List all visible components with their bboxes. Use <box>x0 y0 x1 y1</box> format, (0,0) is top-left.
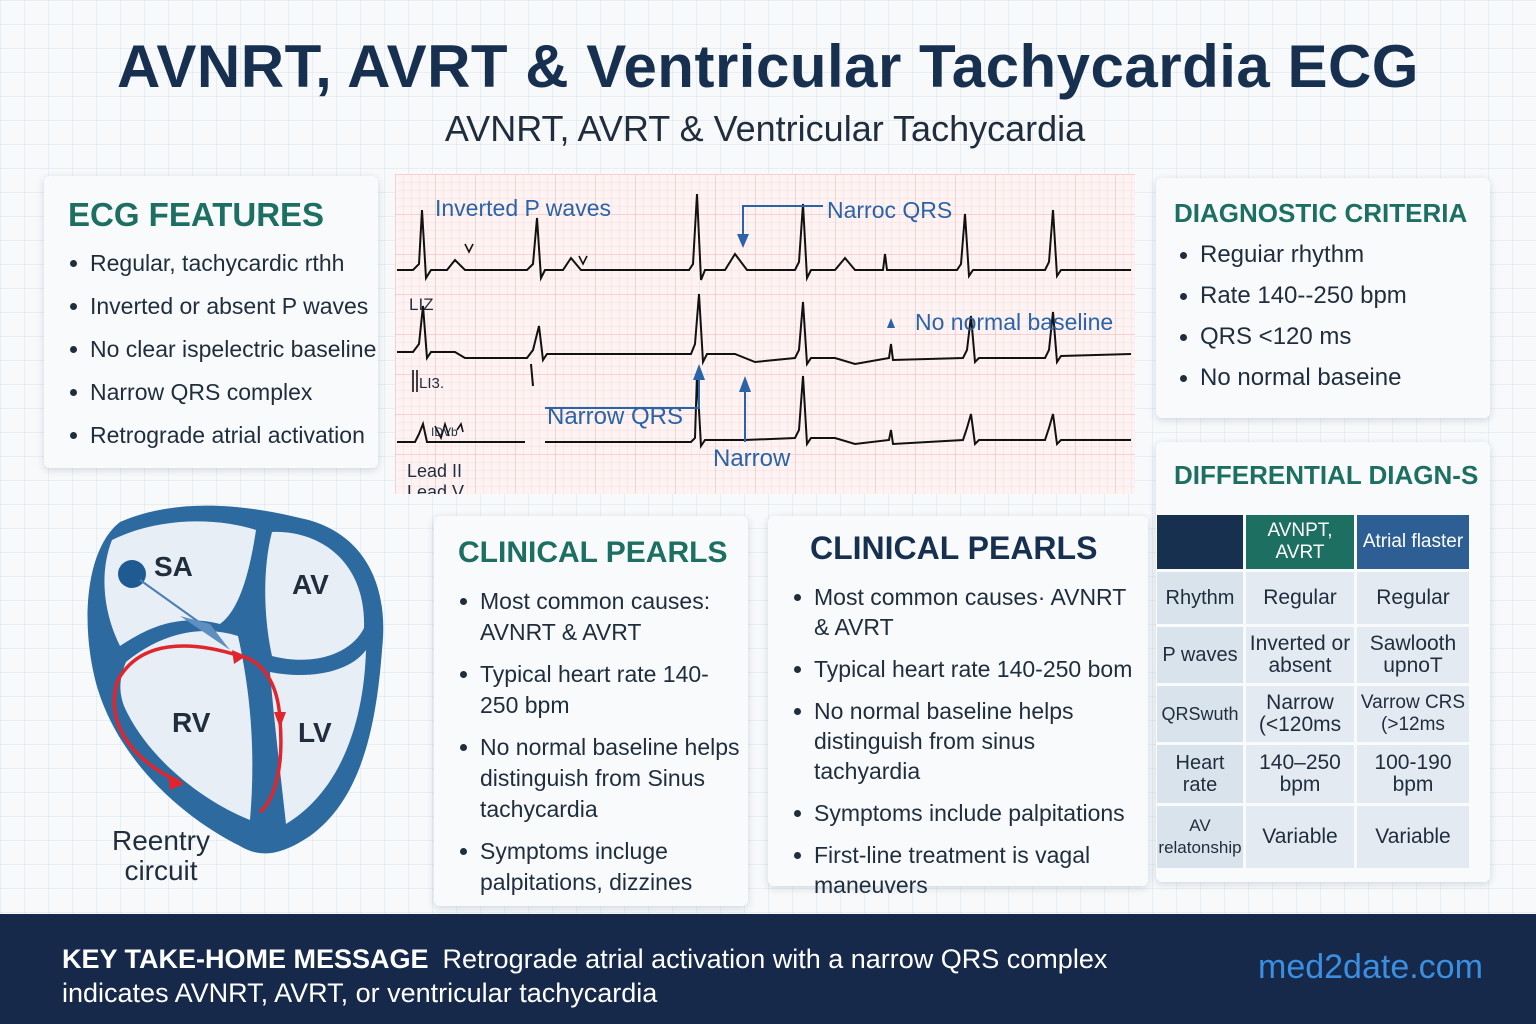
left-ventricle-chamber <box>270 650 366 824</box>
row-label: Heart rate <box>1157 745 1243 803</box>
list-item: No normal baseline helps distinguish fro… <box>456 732 746 825</box>
list-item: QRS <120 ms <box>1176 322 1407 363</box>
clinical-pearls-left-card: CLINICAL PEARLS Most common causes: AVNR… <box>434 516 748 906</box>
lead-label-v: Lead V <box>407 482 464 494</box>
list-item: Most common causes· AVNRT & AVRT <box>790 582 1146 642</box>
list-item: Regular, tachycardic rthh <box>66 248 376 291</box>
table-header-row: AVNPT, AVRT Atrial flaster <box>1157 515 1469 569</box>
diagnostic-criteria-list: Reguiar rhythm Rate 140--250 bpm QRS <12… <box>1176 240 1407 404</box>
row-label: Rhythm <box>1157 572 1243 624</box>
right-atrium-chamber <box>265 531 365 660</box>
table-row: P waves Inverted or absent Sawlooth upno… <box>1157 627 1469 683</box>
label-rv: RV <box>172 707 211 738</box>
list-item: Typical heart rate 140-250 bpm <box>456 659 746 721</box>
reentry-arrow-icon <box>168 774 184 790</box>
ecg-strip: Inverted P waves Narroc QRS No normal ba… <box>395 174 1135 494</box>
table-cell: Regular <box>1246 572 1354 624</box>
label-lv: LV <box>298 717 332 748</box>
clinical-pearls-right-list: Most common causes· AVNRT & AVRT Typical… <box>790 582 1146 912</box>
row-label: QRSwuth <box>1157 686 1243 742</box>
label-sa: SA <box>154 551 193 582</box>
footer-key-label: KEY TAKE-HOME MESSAGE <box>62 944 429 974</box>
clinical-pearls-left-title: CLINICAL PEARLS <box>458 536 728 569</box>
brand-logo[interactable]: med2date.com <box>1258 948 1483 986</box>
av-node-icon <box>180 616 230 650</box>
table-cell: Inverted or absent <box>1246 627 1354 683</box>
ecg-trace-3-artifacts <box>412 243 588 441</box>
table-cell: 100-190 bpm <box>1357 745 1469 803</box>
diagnostic-criteria-title: DIAGNOSTIC CRITERIA <box>1174 198 1468 228</box>
list-item: Symptoms include palpitations <box>790 798 1146 828</box>
ecg-features-list: Regular, tachycardic rthh Inverted or ab… <box>66 248 376 463</box>
heart-diagram: SA AV RV LV <box>87 505 384 854</box>
ecg-features-title: ECG FEATURES <box>68 196 325 233</box>
table-row: AV relatonship Variable Variable <box>1157 806 1469 868</box>
arrowhead-icon <box>887 318 895 328</box>
ecg-label-no-baseline: No normal baseline <box>915 309 1113 335</box>
page-subtitle: AVNRT, AVRT & Ventricular Tachycardia <box>444 108 1086 149</box>
table-cell: Regular <box>1357 572 1469 624</box>
ecg-features-card: ECG FEATURES Regular, tachycardic rthh I… <box>44 176 378 468</box>
table-row: Heart rate 140–250 bpm 100-190 bpm <box>1157 745 1469 803</box>
list-item: No normal baseline helps distinguish fro… <box>790 696 1146 786</box>
table-row: Rhythm Regular Regular <box>1157 572 1469 624</box>
table-header-blank <box>1157 515 1243 569</box>
table-header-avnrt: AVNPT, AVRT <box>1246 515 1354 569</box>
ecg-trace-1 <box>397 193 1131 282</box>
footer-message-text: Retrograde atrial activation with a narr… <box>62 944 1108 1008</box>
arrowhead-icon <box>693 364 705 380</box>
list-item: Most common causes: AVNRT & AVRT <box>456 586 746 648</box>
right-ventricle-chamber <box>120 631 253 820</box>
ecg-label-inverted-p: Inverted P waves <box>435 195 611 221</box>
table-cell: Variable <box>1246 806 1354 868</box>
row-label: P waves <box>1157 627 1243 683</box>
table-row: QRSwuth Narrow (<120ms Varrow CRS (>12ms <box>1157 686 1469 742</box>
lead-label-row4: IDVb <box>431 425 458 439</box>
table-cell: Varrow CRS (>12ms <box>1357 686 1469 742</box>
arrow-narrow-qrs-mid <box>545 378 700 409</box>
list-item: Narrow QRS complex <box>66 377 376 420</box>
sa-node-icon <box>118 560 146 588</box>
list-item: Rate 140--250 bpm <box>1176 281 1407 322</box>
list-item: Typical heart rate 140-250 bom <box>790 654 1146 684</box>
lead-label-ii: Lead II <box>407 461 462 481</box>
differential-table: AVNPT, AVRT Atrial flaster Rhythm Regula… <box>1154 512 1472 871</box>
reentry-arrow-icon <box>274 712 286 728</box>
list-item: No clear ispelectric baseline <box>66 334 376 377</box>
label-reentry-circuit: Reentry circuit <box>111 825 211 886</box>
clinical-pearls-left-list: Most common causes: AVNRT & AVRT Typical… <box>456 586 746 909</box>
page-title: AVNRT, AVRT & Ventricular Tachycardia EC… <box>117 33 1419 100</box>
list-item: First-line treatment is vagal maneuvers <box>790 840 1146 900</box>
reentry-arrow-icon <box>232 650 246 664</box>
ecg-label-narrow-qrs-top: Narroc QRS <box>827 197 952 223</box>
left-atrium-chamber <box>104 521 256 646</box>
table-cell: Sawlooth upnoT <box>1357 627 1469 683</box>
list-item: Symptoms incluge palpitations, dizzines <box>456 836 746 898</box>
table-cell: 140–250 bpm <box>1246 745 1354 803</box>
differential-title: DIFFERENTIAL DIAGN-S <box>1174 460 1479 490</box>
lead-label-row3: LI3. <box>419 375 444 392</box>
clinical-pearls-right-card: CLINICAL PEARLS Most common causes· AVNR… <box>768 516 1148 898</box>
arrow-narrow-qrs-top <box>742 205 823 236</box>
row-label: AV relatonship <box>1157 806 1243 868</box>
arrowhead-icon <box>737 234 749 248</box>
list-item: Reguiar rhythm <box>1176 240 1407 281</box>
table-header-flutter: Atrial flaster <box>1357 515 1469 569</box>
table-cell: Narrow (<120ms <box>1246 686 1354 742</box>
arrowhead-icon <box>739 376 751 392</box>
clinical-pearls-right-title: CLINICAL PEARLS <box>810 530 1098 566</box>
list-item: No normal baseine <box>1176 363 1407 404</box>
list-item: Retrograde atrial activation <box>66 420 376 463</box>
ecg-trace-3 <box>397 363 1131 450</box>
label-av: AV <box>292 569 329 600</box>
ecg-label-narrow-bottom: Narrow <box>713 445 791 472</box>
diagnostic-criteria-card: DIAGNOSTIC CRITERIA Reguiar rhythm Rate … <box>1156 178 1490 418</box>
ecg-trace-2 <box>397 293 1132 368</box>
list-item: Inverted or absent P waves <box>66 291 376 334</box>
lead-label-row2: LIZ <box>409 295 434 314</box>
table-cell: Variable <box>1357 806 1469 868</box>
